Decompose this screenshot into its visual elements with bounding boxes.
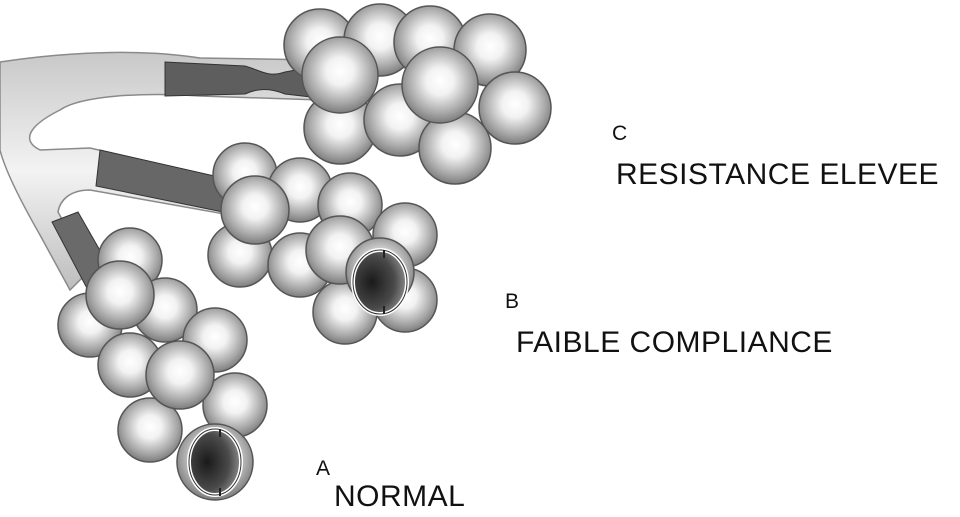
label-c-caption: RESISTANCE ELEVEE bbox=[616, 158, 939, 192]
label-c-letter: C bbox=[612, 122, 628, 146]
alveolus-cutaway-a bbox=[177, 424, 253, 500]
label-b-caption: FAIBLE COMPLIANCE bbox=[516, 326, 833, 360]
label-a-caption: NORMAL bbox=[334, 480, 465, 514]
alveolus-cutaway-b bbox=[353, 250, 407, 314]
label-b-letter: B bbox=[505, 290, 520, 314]
alveoli-cluster-c bbox=[284, 4, 551, 184]
alveoli-cluster-b bbox=[208, 143, 437, 344]
label-a-letter: A bbox=[316, 457, 331, 481]
